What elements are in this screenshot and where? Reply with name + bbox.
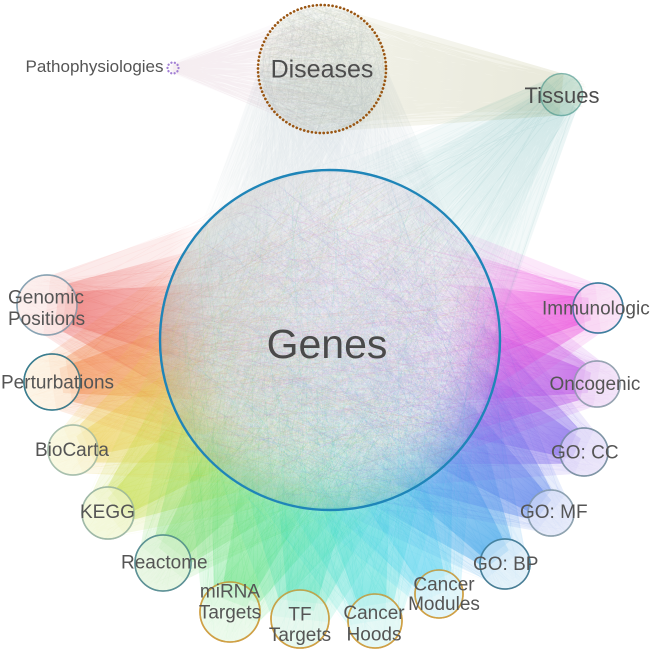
svg-text:Pathophysiologies: Pathophysiologies <box>26 57 164 76</box>
svg-text:BioCarta: BioCarta <box>35 440 109 461</box>
svg-text:Hoods: Hoods <box>347 625 402 646</box>
svg-text:Positions: Positions <box>8 309 85 330</box>
svg-text:Targets: Targets <box>269 625 331 646</box>
svg-text:KEGG: KEGG <box>80 502 135 523</box>
svg-text:Modules: Modules <box>408 594 480 615</box>
svg-text:Genes: Genes <box>267 321 388 367</box>
svg-text:Targets: Targets <box>199 603 261 624</box>
svg-text:Perturbations: Perturbations <box>1 373 114 394</box>
svg-text:Oncogenic: Oncogenic <box>550 374 641 395</box>
svg-text:Cancer: Cancer <box>413 575 475 596</box>
svg-text:Diseases: Diseases <box>271 56 374 84</box>
svg-text:Cancer: Cancer <box>343 603 405 624</box>
svg-text:GO: CC: GO: CC <box>551 443 619 464</box>
svg-text:Genomic: Genomic <box>8 288 84 309</box>
svg-text:Immunologic: Immunologic <box>542 299 650 320</box>
svg-text:Tissues: Tissues <box>525 83 600 108</box>
svg-text:GO: BP: GO: BP <box>473 554 538 575</box>
svg-text:TF: TF <box>288 605 311 626</box>
svg-text:GO: MF: GO: MF <box>520 502 588 523</box>
svg-text:miRNA: miRNA <box>200 582 260 603</box>
svg-text:Reactome: Reactome <box>121 553 208 574</box>
